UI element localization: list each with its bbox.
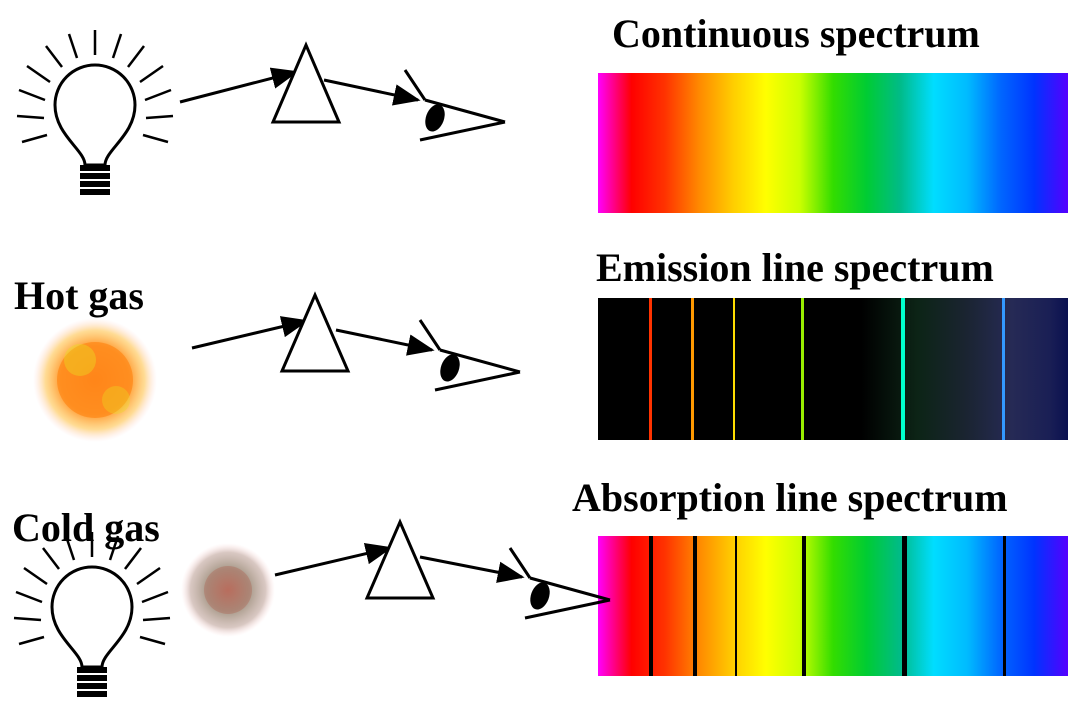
hot-gas-label: Hot gas	[14, 273, 144, 318]
eye-icon	[508, 546, 612, 620]
prism-icon	[279, 291, 351, 373]
arrow-icon	[274, 543, 393, 577]
absorption-line	[802, 536, 806, 676]
prism-icon	[364, 518, 436, 600]
prism-icon	[270, 41, 342, 124]
continuous-spectrum-title: Continuous spectrum	[612, 11, 980, 56]
cold-gas-label: Cold gas	[12, 505, 160, 550]
light-bulb-icon	[12, 530, 172, 699]
light-bulb-icon	[15, 28, 175, 197]
emission-line	[1002, 298, 1005, 440]
emission-line	[691, 298, 694, 440]
absorption-line	[693, 536, 697, 676]
emission-line	[649, 298, 652, 440]
arrow-icon	[179, 67, 299, 104]
emission-spectrum-title: Emission line spectrum	[596, 245, 994, 290]
emission-line	[901, 298, 905, 440]
emission-line	[801, 298, 804, 440]
emission-spectrum	[598, 298, 1068, 440]
absorption-line	[902, 536, 907, 676]
absorption-spectrum-title: Absorption line spectrum	[572, 475, 1008, 520]
arrow-icon	[323, 78, 421, 106]
arrow-icon	[335, 328, 435, 356]
absorption-line	[1003, 536, 1006, 676]
arrow-icon	[191, 316, 309, 350]
continuous-spectrum	[598, 73, 1068, 213]
emission-line	[733, 298, 735, 440]
eye-icon	[418, 318, 522, 392]
cold-gas-cloud-icon	[181, 543, 275, 637]
eye-icon	[403, 68, 507, 142]
arrow-icon	[419, 555, 525, 583]
absorption-spectrum	[598, 536, 1068, 676]
absorption-line	[735, 536, 737, 676]
absorption-line	[649, 536, 653, 676]
